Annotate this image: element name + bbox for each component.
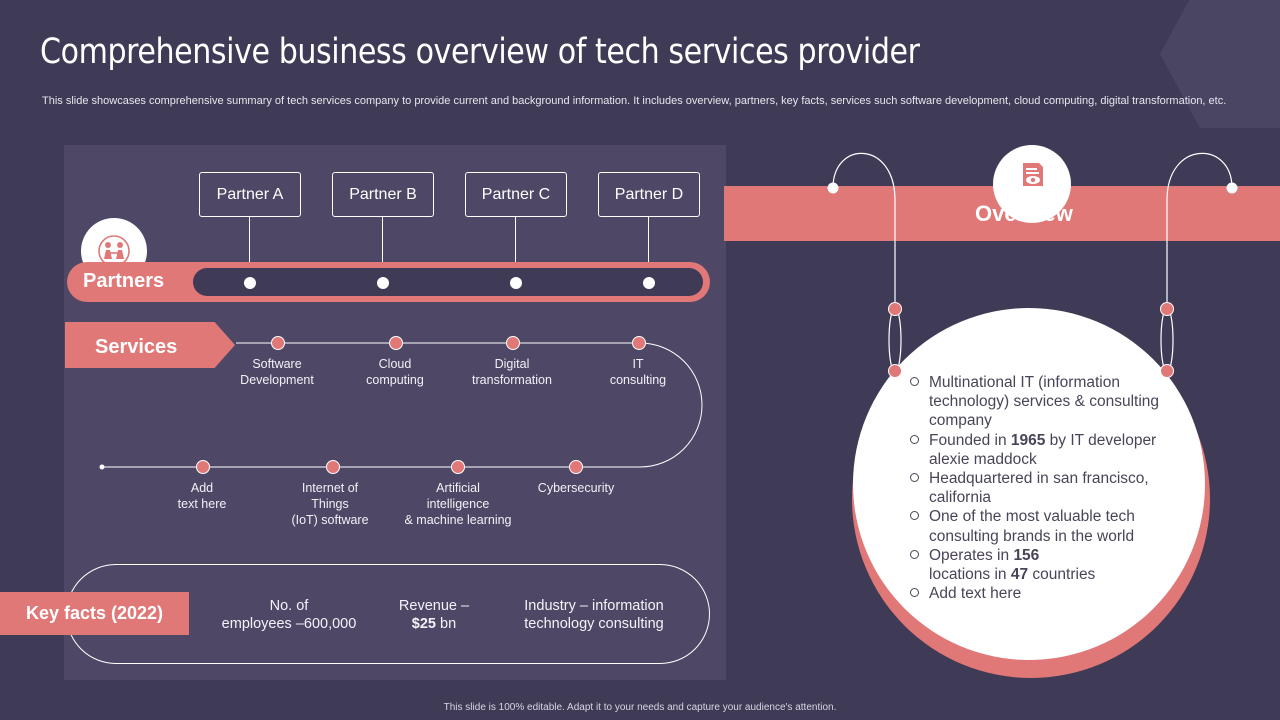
bullet-icon (910, 588, 919, 598)
service-cybersecurity: Cybersecurity (537, 481, 615, 495)
service-dot (326, 460, 340, 474)
bullet-icon (910, 377, 919, 386)
overview-item-text: Founded in (929, 431, 1011, 449)
partner-connector (382, 216, 383, 282)
hanger-dot (1160, 364, 1174, 378)
partner-dot (244, 277, 256, 289)
partner-connector (249, 216, 250, 282)
overview-item: Multinational IT (information technology… (910, 373, 1160, 431)
services-tag (65, 322, 235, 368)
partner-dot (643, 277, 655, 289)
fact-revenue: Revenue – $25 bn (399, 597, 469, 633)
service-dot (389, 336, 403, 350)
partner-box-a: Partner A (199, 172, 301, 217)
left-panel (64, 145, 726, 680)
footer-note: This slide is 100% editable. Adapt it to… (443, 702, 837, 713)
overview-item: One of the most valuable tech consulting… (910, 507, 1160, 545)
partner-box-d: Partner D (598, 172, 700, 217)
overview-item: Founded in 1965 by IT developer alexie m… (910, 431, 1160, 469)
page-subtitle: This slide showcases comprehensive summa… (42, 95, 1227, 107)
partner-dot (510, 277, 522, 289)
service-dot (506, 336, 520, 350)
overview-item-text: Add text here (929, 585, 1022, 603)
partners-track (193, 268, 703, 296)
service-dot (632, 336, 646, 350)
partner-box-b: Partner B (332, 172, 434, 217)
overview-circle (853, 308, 1205, 660)
document-eye-icon (993, 145, 1071, 223)
partners-label: Partners (83, 270, 165, 292)
overview-item-text: Operates in (929, 546, 1014, 564)
overview-item-countries: 47 (1010, 566, 1029, 584)
overview-item-text: locations in (929, 566, 1011, 584)
overview-list: Multinational IT (information technology… (910, 373, 1160, 603)
service-dot (271, 336, 285, 350)
overview-item-text: Headquartered in san francisco, californ… (929, 470, 1149, 507)
overview-item: Add text here (910, 584, 1160, 603)
hanger-dot (1160, 302, 1174, 316)
overview-item-text: One of the most valuable tech consulting… (929, 508, 1135, 545)
overview-item-locations: 156 (1013, 546, 1040, 564)
partner-box-c: Partner C (465, 172, 567, 217)
partner-dot (377, 277, 389, 289)
overview-item-year: 1965 (1010, 431, 1046, 449)
bullet-icon (910, 549, 919, 559)
overview-item-text: Multinational IT (information technology… (929, 374, 1160, 430)
key-facts-tag: Key facts (2022) (0, 592, 189, 635)
bullet-icon (910, 434, 919, 444)
overview-item-text: by IT developer alexie maddock (929, 431, 1157, 468)
fact-revenue-value: $25 (411, 616, 437, 632)
page-title: Comprehensive business overview of tech … (40, 32, 920, 72)
hanger-dot (888, 302, 902, 316)
partner-connector (515, 216, 516, 282)
service-dot (569, 460, 583, 474)
hanger-dot (888, 364, 902, 378)
overview-item-text: countries (1028, 566, 1096, 584)
overview-label: Overview (975, 201, 1073, 226)
fact-revenue-unit: bn (436, 616, 457, 632)
bullet-icon (910, 511, 919, 521)
fact-revenue-label: Revenue – (398, 598, 470, 614)
service-dot (196, 460, 210, 474)
bullet-icon (910, 473, 919, 483)
service-dot (451, 460, 465, 474)
overview-item: Headquartered in san francisco, californ… (910, 469, 1160, 507)
partner-connector (648, 216, 649, 282)
services-label: Services (95, 336, 178, 358)
